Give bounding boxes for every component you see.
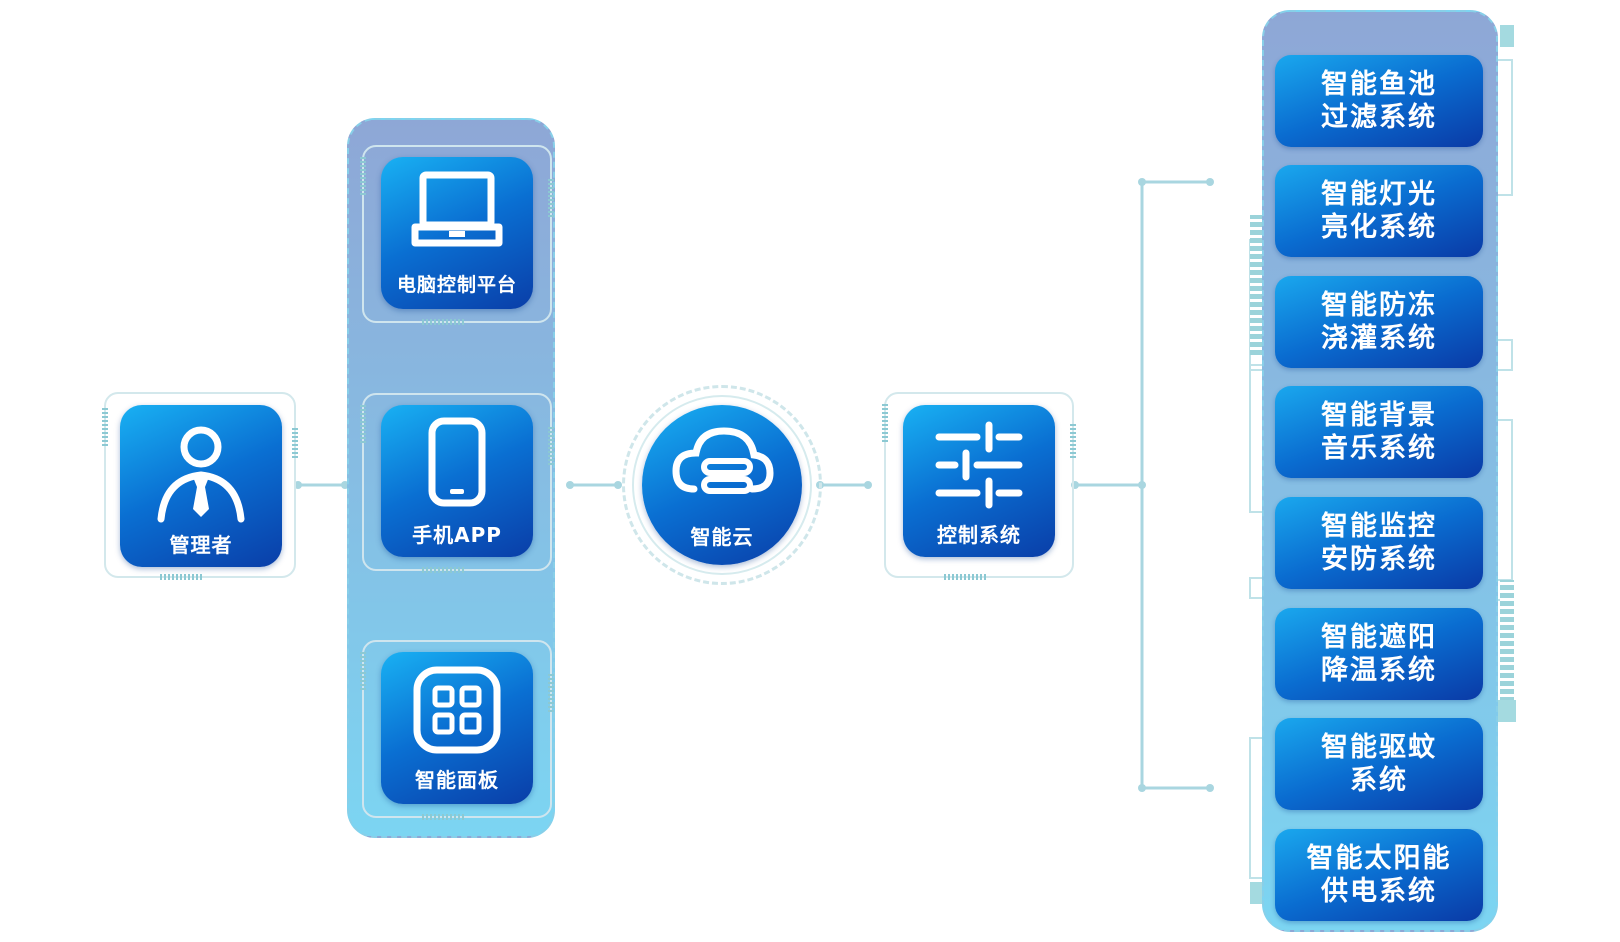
frame-ticks — [422, 814, 466, 820]
frame-ticks — [548, 425, 554, 465]
link-dot — [566, 481, 574, 489]
manager-label: 管理者 — [169, 533, 233, 557]
cloud-outer-ring — [622, 385, 822, 585]
decor-bar — [1250, 882, 1264, 904]
system-line2: 供电系统 — [1321, 876, 1437, 907]
control-tile[interactable]: 控制系统 — [903, 405, 1055, 557]
system-line1: 智能背景 — [1321, 400, 1437, 431]
system-item[interactable]: 智能遮阳 降温系统 — [1275, 608, 1483, 700]
bracket-decor — [1249, 577, 1262, 599]
smartphone-icon — [381, 415, 533, 509]
system-item[interactable]: 智能背景 音乐系统 — [1275, 386, 1483, 478]
frame-ticks — [102, 406, 108, 446]
laptop-icon — [381, 169, 533, 251]
link-dot — [1206, 784, 1214, 792]
app-frame — [360, 393, 554, 573]
frame-ticks — [292, 428, 298, 458]
frame-ticks — [882, 402, 888, 442]
app-label: 手机APP — [412, 523, 502, 547]
frame-ticks — [1070, 424, 1076, 458]
system-line2: 降温系统 — [1321, 655, 1437, 686]
cloud-node[interactable]: 智能云 — [642, 405, 802, 565]
frame-ticks — [360, 403, 366, 443]
frame-ticks — [548, 672, 554, 712]
bracket-decor — [1498, 339, 1513, 371]
link-dot — [294, 481, 302, 489]
system-item[interactable]: 智能鱼池 过滤系统 — [1275, 55, 1483, 147]
system-item[interactable]: 智能驱蚊 系统 — [1275, 718, 1483, 810]
pc-label: 电脑控制平台 — [396, 274, 517, 296]
manager-frame — [102, 392, 298, 580]
system-line2: 系统 — [1350, 765, 1408, 796]
bracket-decor — [1249, 364, 1262, 513]
system-line1: 智能遮阳 — [1321, 622, 1437, 653]
person-tie-icon — [120, 423, 282, 523]
frame-ticks — [160, 574, 204, 580]
system-item[interactable]: 智能太阳能 供电系统 — [1275, 829, 1483, 921]
smart-panel-label: 智能面板 — [415, 768, 499, 792]
link-dot — [614, 481, 622, 489]
frame-ticks — [422, 567, 466, 573]
system-line2: 亮化系统 — [1321, 212, 1437, 243]
system-item[interactable]: 智能灯光 亮化系统 — [1275, 165, 1483, 257]
decor-bar — [1500, 580, 1514, 710]
panel-frame — [360, 640, 554, 820]
cloud-label: 智能云 — [690, 525, 754, 549]
decor-bar — [1500, 25, 1514, 47]
frame-ticks — [360, 650, 366, 690]
sliders-icon — [903, 419, 1055, 511]
app-tile[interactable]: 手机APP — [381, 405, 533, 557]
link-dot — [1206, 178, 1214, 186]
frame-ticks — [422, 319, 466, 325]
link-dot — [1138, 784, 1146, 792]
bracket-decor — [1498, 59, 1513, 196]
system-item[interactable]: 智能监控 安防系统 — [1275, 497, 1483, 589]
link-dot — [864, 481, 872, 489]
cloud-inner-ring — [632, 395, 812, 575]
system-line1: 智能灯光 — [1321, 179, 1437, 210]
control-frame — [882, 392, 1076, 580]
decor-bar — [1250, 215, 1264, 355]
frame-ticks — [360, 155, 366, 195]
system-line2: 过滤系统 — [1321, 102, 1437, 133]
frame-ticks — [548, 177, 554, 217]
bracket-decor — [1498, 419, 1513, 581]
frame-ticks — [944, 574, 988, 580]
system-line2: 音乐系统 — [1321, 433, 1437, 464]
system-line2: 浇灌系统 — [1321, 323, 1437, 354]
decor-bar — [1498, 700, 1516, 722]
system-line1: 智能鱼池 — [1321, 69, 1437, 100]
system-line1: 智能防冻 — [1321, 290, 1437, 321]
system-line2: 安防系统 — [1321, 544, 1437, 575]
link-dot — [1138, 178, 1146, 186]
cloud-icon — [642, 423, 802, 503]
grid-panel-icon — [381, 666, 533, 754]
system-line1: 智能太阳能 — [1306, 843, 1452, 874]
link-dot — [1138, 481, 1146, 489]
system-line1: 智能驱蚊 — [1321, 732, 1437, 763]
smart-panel-tile[interactable]: 智能面板 — [381, 652, 533, 804]
manager-tile[interactable]: 管理者 — [120, 405, 282, 567]
pc-tile[interactable]: 电脑控制平台 — [381, 157, 533, 309]
system-line1: 智能监控 — [1321, 511, 1437, 542]
pc-frame — [360, 145, 554, 325]
system-item[interactable]: 智能防冻 浇灌系统 — [1275, 276, 1483, 368]
bracket-decor — [1249, 737, 1262, 879]
control-label: 控制系统 — [937, 523, 1021, 547]
